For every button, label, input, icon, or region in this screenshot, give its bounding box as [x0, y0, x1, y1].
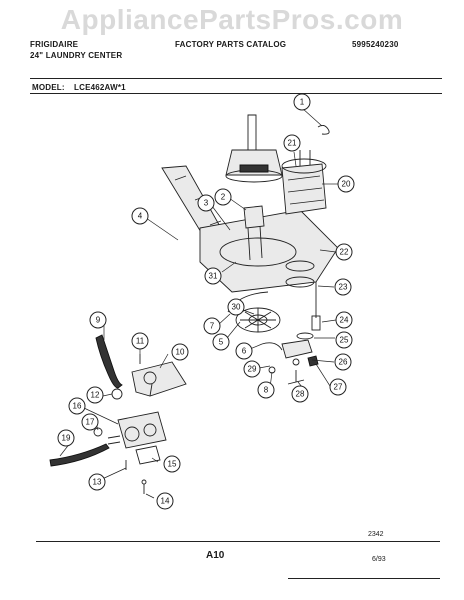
svg-text:1: 1 [300, 98, 305, 107]
part-fill-hose [49, 443, 110, 467]
part-valve-bracket [135, 445, 161, 465]
callout-9: 9 [89, 311, 107, 329]
svg-text:21: 21 [288, 139, 297, 148]
svg-text:13: 13 [93, 478, 102, 487]
svg-text:3: 3 [204, 199, 209, 208]
svg-text:10: 10 [176, 348, 185, 357]
brand-label: FRIGIDAIRE [30, 40, 79, 49]
callout-14: 14 [156, 492, 174, 510]
part-pivot-bracket [281, 339, 313, 359]
svg-text:27: 27 [334, 383, 343, 392]
callout-19: 19 [57, 429, 75, 447]
svg-text:19: 19 [62, 434, 71, 443]
catalog-number: 5995240230 [352, 40, 399, 49]
svg-text:9: 9 [96, 316, 101, 325]
svg-text:23: 23 [339, 283, 348, 292]
callout-28: 28 [291, 385, 309, 403]
model-label: MODEL: [32, 83, 65, 92]
header-rule [30, 78, 442, 79]
diagram-number: 2342 [368, 531, 384, 538]
issue-date: 6/93 [372, 556, 386, 563]
callout-22: 22 [335, 243, 353, 261]
svg-text:8: 8 [264, 386, 269, 395]
svg-text:14: 14 [161, 497, 170, 506]
callout-12: 12 [86, 386, 104, 404]
callout-20: 20 [337, 175, 355, 193]
svg-text:5: 5 [219, 338, 224, 347]
callout-26: 26 [334, 353, 352, 371]
svg-text:12: 12 [91, 391, 100, 400]
svg-text:7: 7 [210, 322, 215, 331]
part-drain-hose [95, 334, 123, 389]
svg-text:17: 17 [86, 418, 95, 427]
part-coupling [243, 205, 265, 229]
callout-10: 10 [171, 343, 189, 361]
callout-29: 29 [243, 360, 261, 378]
model-rule [30, 93, 442, 94]
callout-15: 15 [163, 455, 181, 473]
callout-23: 23 [334, 278, 352, 296]
svg-text:28: 28 [296, 390, 305, 399]
callout-11: 11 [131, 332, 149, 350]
callout-25: 25 [335, 331, 353, 349]
callout-3: 3 [197, 194, 215, 212]
product-label: 24" LAUNDRY CENTER [30, 51, 123, 60]
part-pump-housing [131, 361, 187, 397]
svg-text:29: 29 [248, 365, 257, 374]
page-id: A10 [206, 550, 225, 561]
part-clip [317, 124, 330, 135]
part-shaft [247, 114, 257, 151]
svg-text:2: 2 [221, 193, 226, 202]
svg-text:30: 30 [232, 303, 241, 312]
bottom-rule [288, 578, 440, 579]
footer-rule [36, 541, 440, 542]
callout-27: 27 [329, 378, 347, 396]
callout-13: 13 [88, 473, 106, 491]
catalog-title: FACTORY PARTS CATALOG [175, 40, 287, 49]
callout-6: 6 [235, 342, 253, 360]
svg-text:11: 11 [136, 337, 145, 346]
callout-7: 7 [203, 317, 221, 335]
svg-text:6: 6 [242, 347, 247, 356]
watermark-text: AppliancePartsPros.com [60, 4, 404, 35]
callout-17: 17 [81, 413, 99, 431]
part-base-plate [199, 209, 339, 293]
callout-31: 31 [204, 267, 222, 285]
callout-8: 8 [257, 381, 275, 399]
svg-text:16: 16 [73, 402, 82, 411]
svg-text:15: 15 [168, 460, 177, 469]
svg-text:26: 26 [339, 358, 348, 367]
callout-1: 1 [293, 93, 311, 111]
part-motor [281, 163, 327, 215]
callout-24: 24 [335, 311, 353, 329]
callout-2: 2 [214, 188, 232, 206]
callout-5: 5 [212, 333, 230, 351]
svg-text:22: 22 [340, 248, 349, 257]
callout-4: 4 [131, 207, 149, 225]
callout-30: 30 [227, 298, 245, 316]
callout-21: 21 [283, 134, 301, 152]
part-water-valve [117, 411, 167, 449]
svg-text:4: 4 [138, 212, 143, 221]
svg-text:31: 31 [209, 272, 218, 281]
model-value: LCE462AW*1 [74, 83, 126, 92]
svg-text:20: 20 [342, 180, 351, 189]
callout-16: 16 [68, 397, 86, 415]
svg-text:25: 25 [340, 336, 349, 345]
svg-text:24: 24 [340, 316, 349, 325]
